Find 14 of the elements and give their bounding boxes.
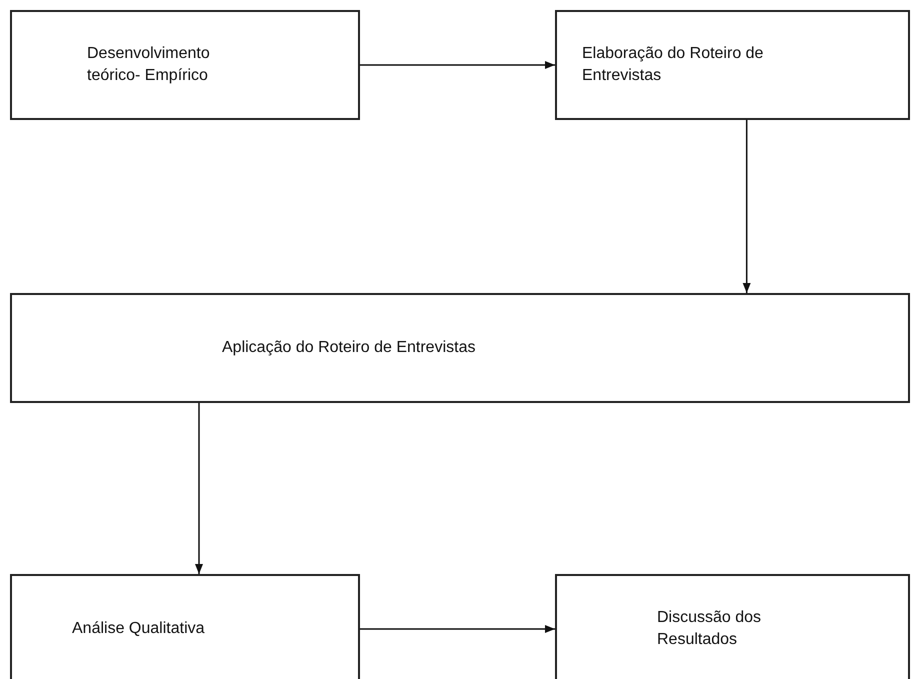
arrow <box>360 61 555 69</box>
box-label: Análise Qualitativa <box>72 619 205 640</box>
arrow <box>742 120 751 293</box>
box-label: Discussão dos Resultados <box>657 608 762 650</box>
process-box <box>10 574 360 679</box>
box-label: Desenvolvimento teórico- Empírico <box>87 44 211 86</box>
process-box <box>555 10 910 120</box>
process-box <box>10 293 910 403</box>
arrow <box>195 403 203 574</box>
arrow <box>360 625 555 633</box>
process-box <box>10 10 360 120</box>
process-box <box>555 574 910 679</box>
box-label: Elaboração do Roteiro de Entrevistas <box>582 44 764 86</box>
box-label: Aplicação do Roteiro de Entrevistas <box>222 338 476 358</box>
